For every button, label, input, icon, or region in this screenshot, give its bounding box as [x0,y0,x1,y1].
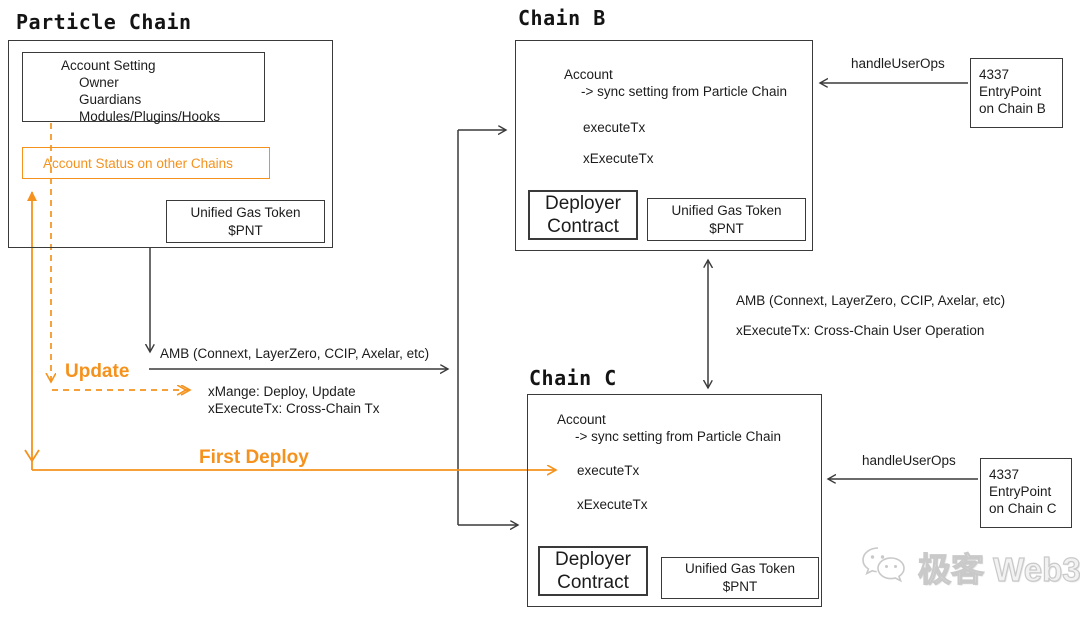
chain-b-box [515,40,813,251]
particle-gas-token-line2: $PNT [228,222,263,238]
chain-c-sync-label: -> sync setting from Particle Chain [575,429,781,444]
chain-b-gas-token-line1: Unified Gas Token [671,202,782,218]
chain-b-title: Chain B [518,6,606,30]
handleuserops-b-label: handleUserOps [851,56,945,71]
entrypoint-b-line2: EntryPoint [979,84,1042,99]
chain-c-deployer-contract-box: Deployer Contract [538,546,648,596]
update-label: Update [65,361,130,382]
entrypoint-c-line2: EntryPoint [989,484,1052,499]
entrypoint-c-box: 4337 EntryPoint on Chain C [980,458,1072,528]
watermark: 极客 Web3 [860,543,1080,591]
amb-particle-label: AMB (Connext, LayerZero, CCIP, Axelar, e… [160,346,430,361]
xmange-label: xMange: Deploy, Update [208,384,356,399]
particle-chain-box [8,40,333,248]
particle-gas-token-line1: Unified Gas Token [190,204,301,220]
account-setting-item-guardians: Guardians [79,92,142,107]
chain-c-executetx-label: executeTx [577,463,640,478]
chain-b-account-label: Account [564,67,613,82]
chain-c-deployer-line1: Deployer [554,549,632,570]
chain-b-sync-label: -> sync setting from Particle Chain [581,84,787,99]
wechat-icon [862,547,905,583]
account-status-box: Account Status on other Chains [22,147,270,179]
first-deploy-label: First Deploy [199,447,309,468]
entrypoint-b-line1: 4337 [979,67,1010,82]
account-setting-title: Account Setting [61,58,156,73]
chain-b-gas-token-box: Unified Gas Token $PNT [647,198,806,241]
chain-b-gas-token-line2: $PNT [709,220,744,236]
watermark-text: 极客 Web3 [917,550,1080,588]
particle-chain-title: Particle Chain [16,10,192,34]
chain-b-deployer-line1: Deployer [544,193,622,214]
arrowhead-status-down [24,449,40,463]
chain-b-executetx-label: executeTx [583,120,646,135]
entrypoint-c-line1: 4337 [989,467,1020,482]
chain-b-xexecutetx-label: xExecuteTx [583,151,654,166]
entrypoint-c-line3: on Chain C [989,501,1057,516]
chain-c-gas-token-line1: Unified Gas Token [684,561,796,576]
account-status-label: Account Status on other Chains [43,155,233,171]
chain-c-title: Chain C [529,366,617,390]
account-setting-item-modules: Modules/Plugins/Hooks [79,109,221,124]
xexecute-crosschain-tx-label: xExecuteTx: Cross-Chain Tx [208,401,380,416]
entrypoint-b-line3: on Chain B [979,101,1046,116]
chain-c-gas-token-box: Unified Gas Token $PNT [661,557,819,599]
xexecute-userop-label: xExecuteTx: Cross-Chain User Operation [736,323,985,338]
chain-c-box [527,394,822,607]
chain-c-gas-token-line2: $PNT [722,579,758,594]
chain-c-xexecutetx-label: xExecuteTx [577,497,648,512]
chain-b-deployer-line2: Contract [547,216,619,237]
account-setting-item-owner: Owner [79,75,119,90]
handleuserops-c-label: handleUserOps [862,453,956,468]
chain-b-deployer-contract-box: Deployer Contract [528,190,638,240]
account-setting-box: Account Setting Owner Guardians Modules/… [22,52,265,124]
chain-c-deployer-line2: Contract [557,572,629,593]
entrypoint-b-box: 4337 EntryPoint on Chain B [970,58,1063,128]
particle-gas-token-box: Unified Gas Token $PNT [166,200,325,243]
chain-c-account-label: Account [557,412,606,427]
amb-bc-label: AMB (Connext, LayerZero, CCIP, Axelar, e… [736,293,1006,308]
